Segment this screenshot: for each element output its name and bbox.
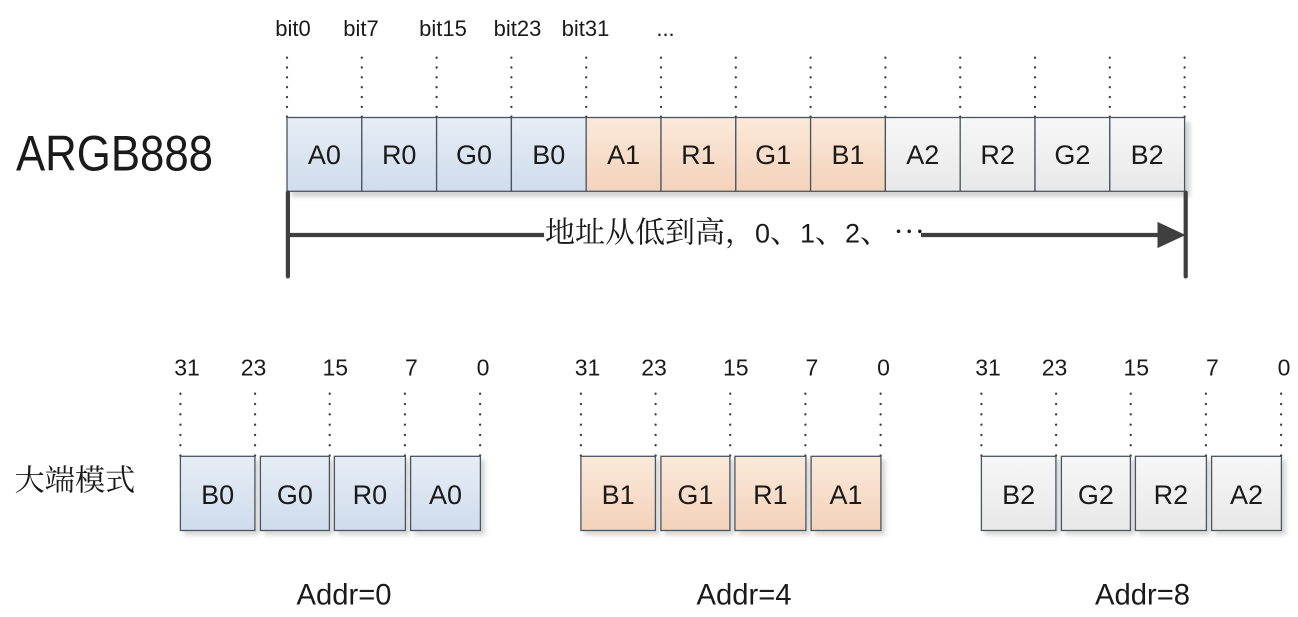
svg-text:23: 23: [1042, 355, 1068, 381]
svg-text:A0: A0: [429, 480, 462, 510]
svg-text:Addr=0: Addr=0: [297, 579, 392, 612]
svg-text:31: 31: [575, 355, 601, 381]
svg-text:bit15: bit15: [419, 16, 467, 41]
svg-text:A1: A1: [829, 480, 862, 510]
svg-text:2: 2: [845, 219, 860, 249]
svg-text:A0: A0: [308, 140, 341, 170]
svg-text:31: 31: [174, 355, 200, 381]
svg-text:7: 7: [405, 355, 418, 381]
svg-text:B0: B0: [532, 140, 565, 170]
svg-text:R2: R2: [1154, 480, 1189, 510]
svg-text:R0: R0: [353, 480, 388, 510]
svg-text:0: 0: [477, 355, 490, 381]
svg-text:ARGB888: ARGB888: [16, 126, 213, 182]
svg-text:15: 15: [323, 355, 349, 381]
svg-text:bit31: bit31: [562, 16, 610, 41]
svg-text:7: 7: [1206, 355, 1219, 381]
svg-text:G0: G0: [277, 480, 313, 510]
svg-text:R1: R1: [753, 480, 788, 510]
svg-text:A2: A2: [906, 140, 939, 170]
svg-text:23: 23: [641, 355, 667, 381]
svg-text:B2: B2: [1002, 480, 1035, 510]
svg-text:B2: B2: [1131, 140, 1164, 170]
svg-text:...: ...: [656, 16, 674, 41]
svg-text:31: 31: [975, 355, 1001, 381]
svg-text:7: 7: [806, 355, 819, 381]
svg-text:B1: B1: [831, 140, 864, 170]
svg-text:bit7: bit7: [343, 16, 378, 41]
svg-text:23: 23: [241, 355, 267, 381]
svg-text:R1: R1: [681, 140, 716, 170]
svg-text:G2: G2: [1054, 140, 1090, 170]
svg-text:B1: B1: [602, 480, 635, 510]
svg-text:0: 0: [1278, 355, 1291, 381]
svg-text:B0: B0: [201, 480, 234, 510]
svg-text:G1: G1: [677, 480, 713, 510]
svg-text:A2: A2: [1230, 480, 1263, 510]
svg-text:0: 0: [877, 355, 890, 381]
svg-text:bit0: bit0: [275, 16, 310, 41]
svg-text:bit23: bit23: [494, 16, 542, 41]
svg-text:A1: A1: [607, 140, 640, 170]
svg-text:R0: R0: [382, 140, 417, 170]
svg-text:0: 0: [755, 219, 770, 249]
svg-text:R2: R2: [980, 140, 1015, 170]
svg-text:15: 15: [1124, 355, 1150, 381]
svg-text:G0: G0: [456, 140, 492, 170]
svg-text:1: 1: [800, 219, 815, 249]
svg-text:Addr=8: Addr=8: [1095, 579, 1190, 612]
svg-text:G2: G2: [1078, 480, 1114, 510]
svg-text:15: 15: [723, 355, 749, 381]
svg-text:Addr=4: Addr=4: [697, 579, 792, 612]
svg-text:G1: G1: [755, 140, 791, 170]
